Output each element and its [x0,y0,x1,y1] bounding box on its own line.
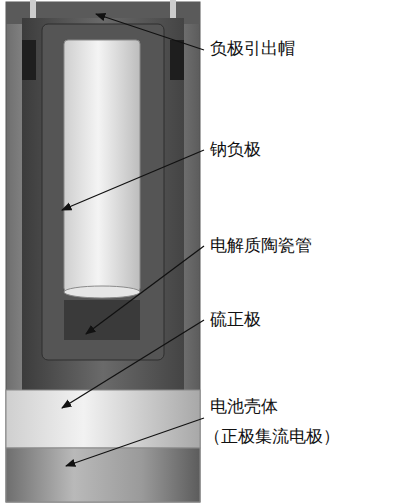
leader-line [86,246,204,334]
leader-line [62,150,204,210]
part-label: 钠负极 [210,139,261,159]
sodium-negative [64,40,140,292]
part-label: 硫正极 [210,309,261,329]
seal [170,40,184,80]
leader-line [62,320,204,408]
part-label: （正极集流电极） [204,426,340,446]
battery-shell [6,2,200,502]
sodium-bottom [64,286,140,298]
cap-tab [30,0,36,18]
seal [22,40,36,80]
leader-line [96,14,204,50]
shell-band [6,390,200,448]
cap-tab [170,0,176,18]
sulfur-region [64,300,140,340]
leader-line [66,418,204,466]
shell-base [6,448,200,502]
part-label: 电解质陶瓷管 [210,235,312,255]
cutaway-cavity [22,18,184,390]
part-label: 电池壳体 [210,396,278,416]
part-label: 负极引出帽 [210,38,295,58]
